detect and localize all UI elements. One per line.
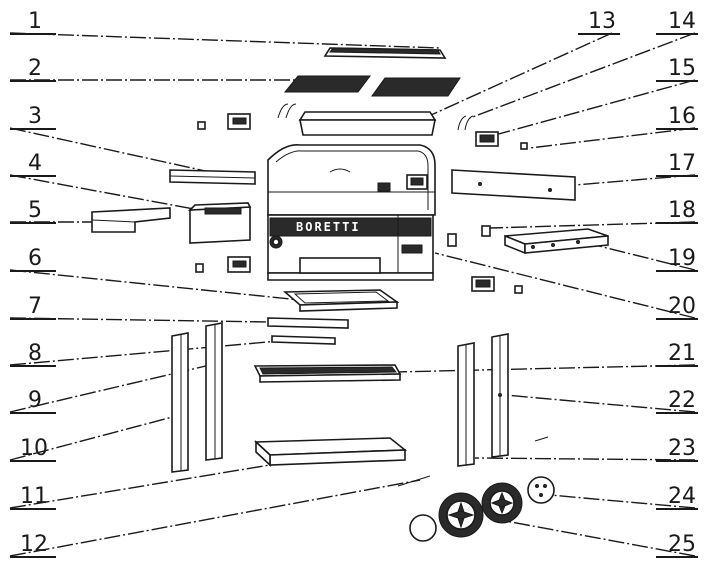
callout-8: 8 [28, 341, 42, 366]
brand-logo-text: BORETTI [296, 220, 361, 234]
callout-20: 20 [668, 294, 696, 319]
callout-7: 7 [28, 294, 42, 319]
callout-10: 10 [20, 436, 48, 461]
part-clip-mid [447, 233, 457, 247]
callout-25: 25 [668, 532, 696, 557]
callout-18: 18 [668, 198, 696, 223]
callout-15: 15 [668, 56, 696, 81]
part-clip-18 [481, 225, 491, 237]
callout-3: 3 [28, 104, 42, 129]
part-leg-rear-right [491, 333, 509, 458]
part-side-bracket [91, 207, 171, 233]
part-nut-top-left [197, 121, 206, 130]
part-small-bar [271, 335, 336, 345]
part-wheel-right [481, 482, 523, 524]
callout-22: 22 [668, 388, 696, 413]
part-bracket-mid-left-detail [232, 260, 247, 268]
part-nut-mid-left [195, 263, 204, 273]
part-grill-body: BORETTI [267, 143, 436, 281]
part-wheel-cap [527, 476, 555, 504]
part-bracket-top-left-detail [232, 117, 247, 125]
part-leg-rear-left [205, 322, 223, 461]
callout-16: 16 [668, 104, 696, 129]
callout-4: 4 [28, 151, 42, 176]
part-grease-box [187, 202, 252, 244]
callouts-right: 13 14 15 16 17 18 19 20 21 22 23 24 25 [578, 9, 698, 558]
part-leg-front-right [457, 342, 475, 467]
part-cross-bar [267, 317, 349, 329]
part-cooking-grates [283, 75, 461, 97]
part-axle [397, 475, 431, 487]
part-bracket-lower-right-detail [475, 279, 491, 288]
part-warming-rack [323, 47, 447, 59]
part-nut-lower-right [514, 285, 523, 294]
callout-12: 12 [20, 532, 48, 557]
callout-24: 24 [668, 484, 696, 509]
callout-17: 17 [668, 151, 696, 176]
part-bottom-shelf [254, 437, 408, 467]
callout-13: 13 [588, 9, 616, 34]
callouts-left: 1 2 3 4 5 6 7 8 9 10 11 12 [10, 9, 56, 558]
part-hooks-right [457, 115, 474, 131]
part-grid-shelf [253, 364, 402, 383]
part-nut-16 [520, 142, 528, 150]
part-hooks-left [277, 103, 297, 119]
callout-11: 11 [20, 484, 48, 509]
callout-23: 23 [668, 436, 696, 461]
callout-5: 5 [28, 198, 42, 223]
part-rear-panel [451, 169, 576, 201]
part-wheel-left [438, 492, 484, 538]
callout-1: 1 [28, 9, 42, 34]
part-heat-shield [169, 169, 256, 185]
part-bolt [534, 436, 549, 442]
part-upper-tray [298, 111, 437, 136]
part-leg-front-left [171, 332, 189, 473]
part-base-frame [282, 289, 400, 312]
part-hub-cap [409, 514, 437, 542]
callout-6: 6 [28, 246, 42, 271]
part-bracket-15-detail [479, 134, 495, 143]
callout-21: 21 [668, 341, 696, 366]
part-side-shelf [504, 228, 609, 255]
callout-2: 2 [28, 56, 42, 81]
callout-19: 19 [668, 246, 696, 271]
callout-9: 9 [28, 388, 42, 413]
callout-14: 14 [668, 9, 696, 34]
